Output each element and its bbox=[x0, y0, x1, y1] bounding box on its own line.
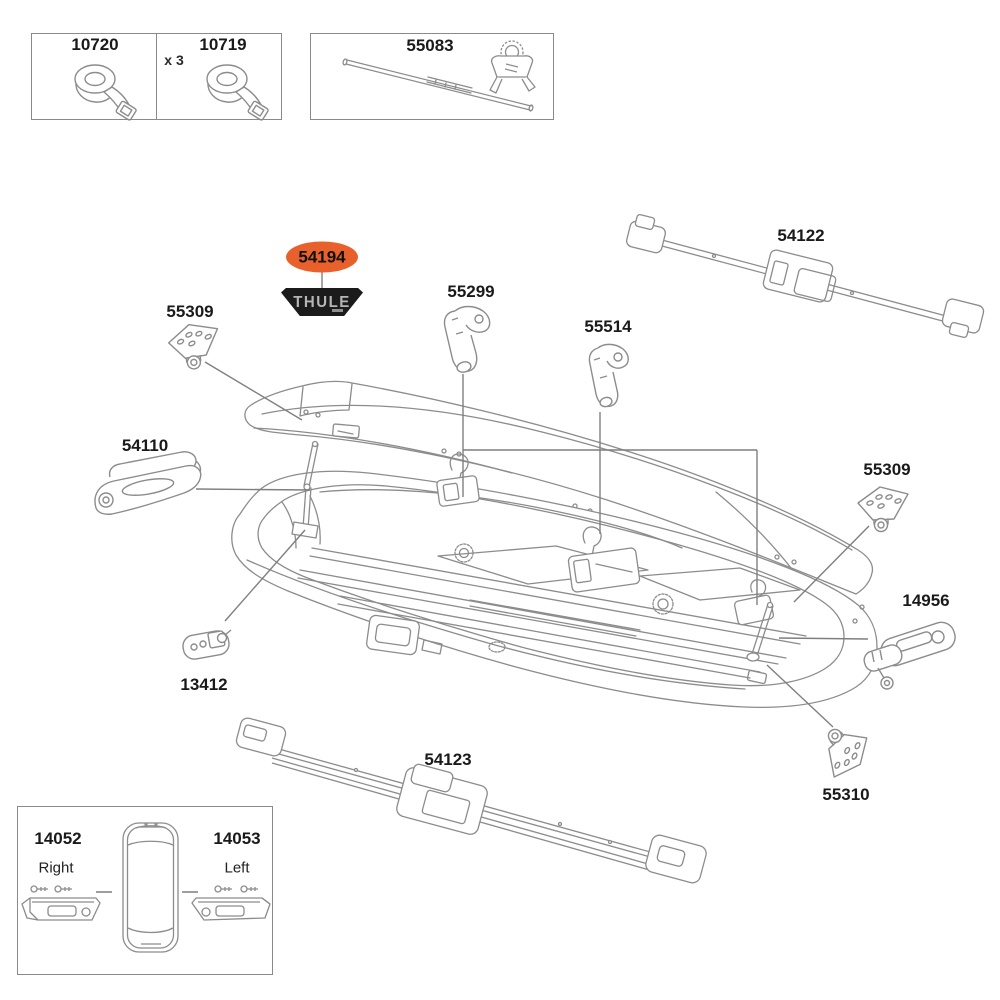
crossbar-54123-icon bbox=[235, 717, 707, 884]
left-latch bbox=[436, 453, 480, 507]
clamp-knob-icon bbox=[489, 40, 536, 94]
part-label-55514: 55514 bbox=[584, 317, 632, 336]
part-label-55083: 55083 bbox=[406, 36, 454, 55]
part-label-14052: 14052 bbox=[34, 829, 82, 848]
part-label-14053: 14053 bbox=[213, 829, 261, 848]
part-label-55299: 55299 bbox=[447, 282, 495, 301]
endcap-right-icon bbox=[21, 885, 101, 921]
side-label-left: Left bbox=[224, 859, 250, 877]
endcap-left-icon bbox=[191, 885, 271, 921]
thule-logo-text: THULE bbox=[293, 293, 351, 311]
crossbar-54122-icon bbox=[626, 213, 985, 339]
clamp-54110-icon bbox=[94, 451, 202, 515]
roofbox-top-view-icon bbox=[122, 822, 179, 953]
part-label-54123: 54123 bbox=[424, 750, 472, 769]
screw-icon bbox=[214, 885, 258, 893]
logo-sweden-mark bbox=[332, 309, 343, 312]
bracket-55309-right-icon bbox=[857, 486, 909, 533]
part-label-55310: 55310 bbox=[822, 785, 870, 804]
part-label-14956: 14956 bbox=[902, 591, 950, 610]
arm-55299-icon bbox=[443, 305, 491, 373]
roofbox-base bbox=[231, 470, 878, 708]
highlighted-part-label-54194[interactable]: 54194 bbox=[286, 241, 358, 273]
strap-parts-panel bbox=[31, 33, 282, 120]
part-label-55309-right: 55309 bbox=[863, 460, 911, 479]
rod-parts-panel bbox=[310, 33, 554, 120]
front-handle bbox=[366, 614, 443, 656]
leader-lines bbox=[96, 272, 870, 893]
quantity-label: x 3 bbox=[164, 52, 184, 68]
tightening-knobs bbox=[454, 543, 674, 653]
right-latch-strut bbox=[733, 579, 775, 662]
part-label-10720: 10720 bbox=[71, 35, 119, 54]
part-label-10719: 10719 bbox=[199, 35, 247, 54]
plate-13412-icon bbox=[182, 629, 232, 660]
endcap-parts-panel bbox=[17, 806, 273, 975]
tension-rod-icon bbox=[342, 58, 534, 112]
clamp-14956-icon bbox=[863, 621, 956, 690]
side-label-right: Right bbox=[38, 859, 74, 877]
panel-divider bbox=[156, 34, 157, 119]
part-label-54122: 54122 bbox=[777, 226, 825, 245]
bracket-55310-icon bbox=[809, 715, 878, 784]
part-label-13412: 13412 bbox=[180, 675, 228, 694]
screw-icon bbox=[30, 885, 72, 893]
part-label-54110: 54110 bbox=[121, 436, 169, 455]
roof-box-illustration bbox=[231, 380, 878, 708]
bracket-55309-left-icon bbox=[166, 321, 223, 372]
arm-55514-icon bbox=[588, 343, 629, 408]
center-latch bbox=[567, 526, 641, 593]
part-label-55309-left: 55309 bbox=[166, 302, 214, 321]
